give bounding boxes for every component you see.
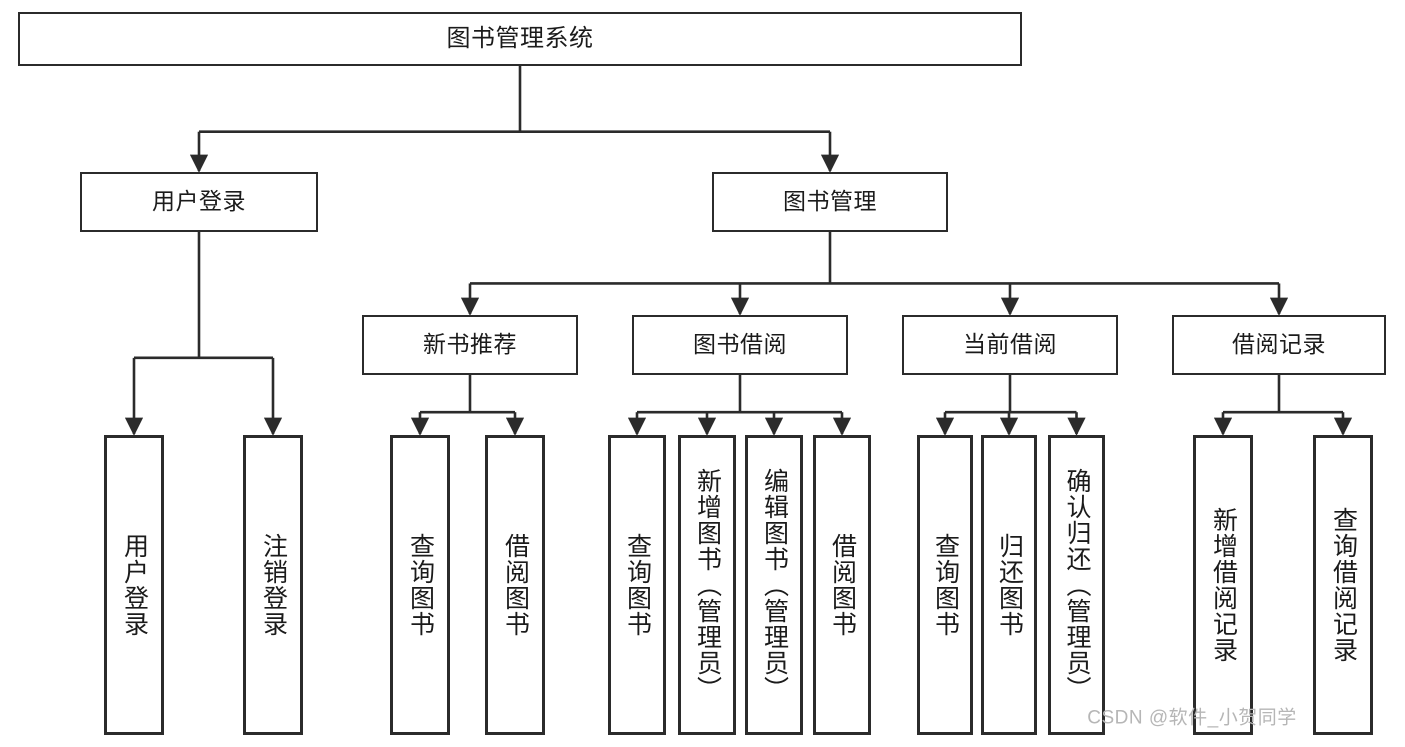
node-leaf-cur-return[interactable]: 归还图书 [981,435,1037,735]
node-label: 归还图书 [995,533,1024,637]
node-leaf-br-query[interactable]: 查询图书 [608,435,666,735]
node-label: 新增借阅记录 [1209,507,1238,663]
node-leaf-rec-query[interactable]: 查询借阅记录 [1313,435,1373,735]
node-leaf-nb-borrow[interactable]: 借阅图书 [485,435,545,735]
node-label: 用户登录 [152,188,246,215]
node-bookmgmt[interactable]: 图书管理 [712,172,948,232]
node-label: 注销登录 [259,533,288,637]
node-leaf-rec-add[interactable]: 新增借阅记录 [1193,435,1253,735]
node-label: 查询图书 [406,533,435,637]
node-label: 查询图书 [623,533,652,637]
node-current[interactable]: 当前借阅 [902,315,1118,375]
node-records[interactable]: 借阅记录 [1172,315,1386,375]
node-leaf-br-add[interactable]: 新增图书（管理员） [678,435,736,735]
node-borrow[interactable]: 图书借阅 [632,315,848,375]
node-leaf-br-edit[interactable]: 编辑图书（管理员） [745,435,803,735]
node-label: 确认归还（管理员） [1063,468,1091,702]
node-label: 当前借阅 [963,331,1057,358]
csdn-watermark: CSDN @软件_小贺同学 [1087,707,1297,729]
node-label: 借阅图书 [501,533,530,637]
node-label: 图书管理 [783,188,877,215]
node-leaf-user-login[interactable]: 用户登录 [104,435,164,735]
node-newbook[interactable]: 新书推荐 [362,315,578,375]
node-login[interactable]: 用户登录 [80,172,318,232]
node-leaf-cur-query[interactable]: 查询图书 [917,435,973,735]
node-label: 新增图书（管理员） [693,468,722,702]
node-label: 查询借阅记录 [1329,507,1358,663]
node-label: 图书管理系统 [446,24,594,52]
node-label: 新书推荐 [423,331,517,358]
node-leaf-cur-confirm[interactable]: 确认归还（管理员） [1048,435,1105,735]
node-label: 编辑图书（管理员） [760,468,789,702]
node-label: 图书借阅 [693,331,787,358]
node-leaf-logout[interactable]: 注销登录 [243,435,303,735]
node-leaf-br-borrow[interactable]: 借阅图书 [813,435,871,735]
node-label: 借阅记录 [1232,331,1326,358]
node-leaf-nb-query[interactable]: 查询图书 [390,435,450,735]
node-label: 用户登录 [120,533,149,637]
node-root[interactable]: 图书管理系统 [18,12,1022,66]
node-label: 查询图书 [931,533,960,637]
node-label: 借阅图书 [828,533,857,637]
